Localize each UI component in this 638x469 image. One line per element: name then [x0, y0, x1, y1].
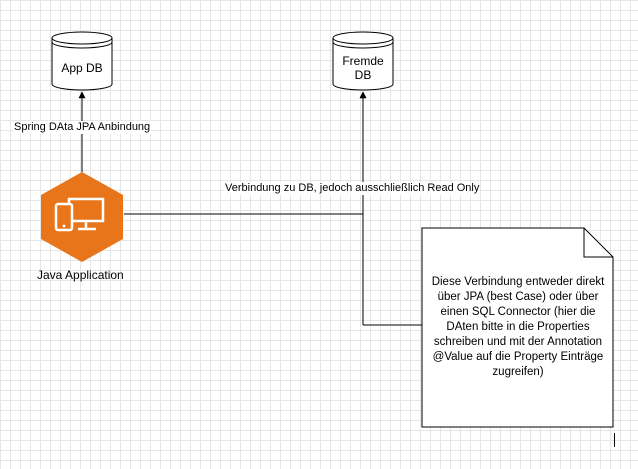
note-line: einen SQL Connector (hier die [440, 306, 596, 318]
java-application-icon[interactable] [41, 172, 123, 262]
note-line: Diese Verbindung entweder direkt [431, 276, 605, 288]
java-application-label: Java Application [37, 268, 124, 282]
note-line: schreiben und mit der Annotation [433, 336, 603, 348]
edge-label-spring-jpa: Spring DAta JPA Anbindung [13, 121, 152, 134]
fremde-db-label: Fremde DB [333, 54, 393, 82]
edge-label-read-only: Verbindung zu DB, jedoch ausschließlich … [224, 182, 481, 195]
note-line: @Value auf die Property Einträge [432, 351, 604, 363]
note-line: zugreifen) [492, 366, 544, 378]
app-db-cylinder[interactable] [51, 31, 113, 91]
note-shape[interactable] [421, 227, 614, 428]
note-line: DAten bitte in die Properties [446, 321, 590, 333]
app-db-label: App DB [61, 61, 103, 75]
tablet-icon [54, 202, 74, 232]
text-cursor [614, 433, 615, 447]
fremde-db-label-line1: Fremde [342, 54, 384, 68]
fremde-db-label-line2: DB [354, 68, 372, 82]
note-text: Diese Verbindung entweder direkt über JP… [424, 275, 612, 380]
fremde-db-cylinder[interactable] [332, 31, 394, 91]
edge-java-to-fremdedb[interactable] [124, 91, 367, 215]
note-line: über JPA (best Case) oder über [437, 291, 599, 303]
